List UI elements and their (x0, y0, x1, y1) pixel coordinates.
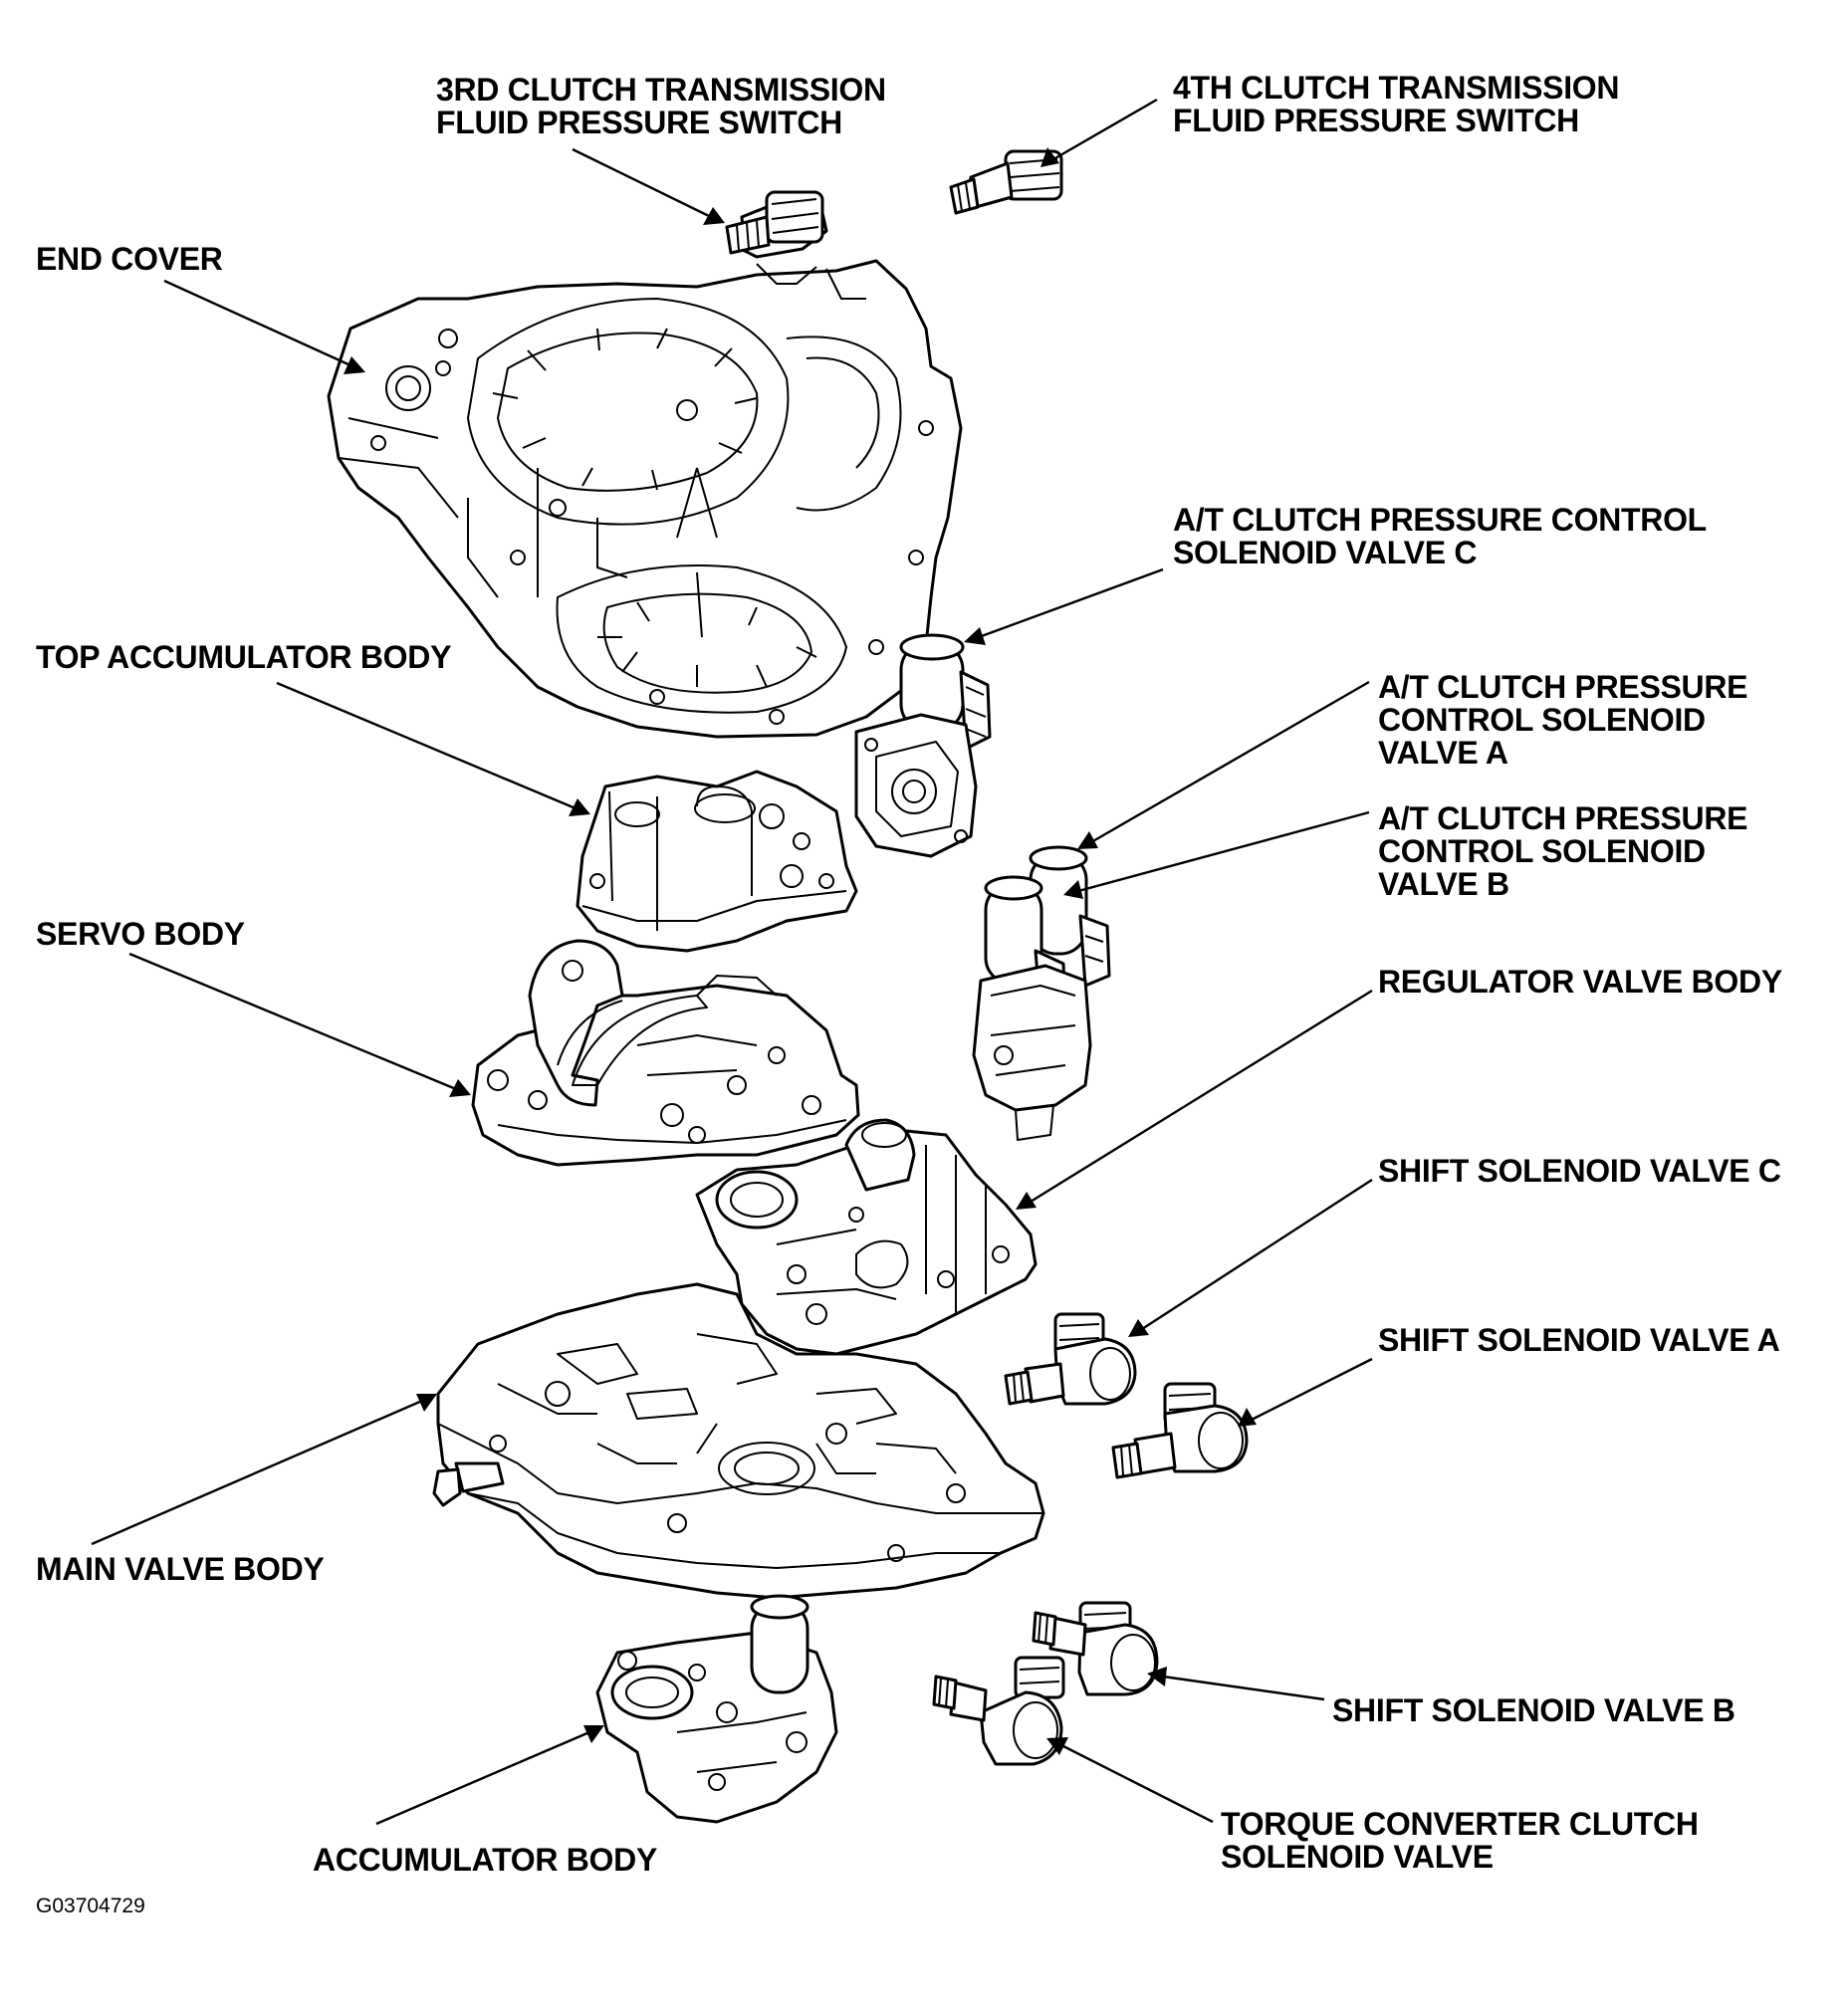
label-fourth-clutch-pressure-switch: 4TH CLUTCH TRANSMISSION FLUID PRESSURE S… (1173, 70, 1620, 138)
label-line: A/T CLUTCH PRESSURE (1378, 800, 1748, 836)
shift-solenoid-c-part (1004, 1312, 1137, 1406)
top-accumulator-body-part (576, 770, 858, 953)
label-line: SHIFT SOLENOID VALVE B (1332, 1692, 1735, 1728)
label-shift-solenoid-c: SHIFT SOLENOID VALVE C (1378, 1155, 1781, 1188)
label-main-valve-body: MAIN VALVE BODY (36, 1551, 325, 1587)
fourth-clutch-pressure-switch-part (949, 149, 1063, 215)
label-line: TOP ACCUMULATOR BODY (36, 639, 452, 675)
label-line: CONTROL SOLENOID (1378, 833, 1706, 869)
label-line: ACCUMULATOR BODY (313, 1842, 657, 1878)
label-line: 4TH CLUTCH TRANSMISSION (1173, 70, 1620, 106)
label-regulator-valve-body: REGULATOR VALVE BODY (1378, 966, 1782, 999)
shift-solenoid-a-part (1111, 1382, 1249, 1479)
servo-body-part (471, 939, 860, 1167)
label-shift-solenoid-b: SHIFT SOLENOID VALVE B (1332, 1694, 1735, 1727)
label-shift-solenoid-a: SHIFT SOLENOID VALVE A (1378, 1324, 1780, 1357)
label-line: SHIFT SOLENOID VALVE C (1378, 1153, 1781, 1189)
label-line: FLUID PRESSURE SWITCH (436, 105, 842, 140)
pressure-control-solenoid-c-part (854, 633, 992, 858)
figure-code: G03704729 (36, 1895, 145, 1917)
label-line: SERVO BODY (36, 916, 245, 952)
label-line: TORQUE CONVERTER CLUTCH (1221, 1806, 1699, 1842)
end-cover-part (327, 259, 963, 739)
label-line: 3RD CLUTCH TRANSMISSION (436, 72, 886, 108)
third-clutch-pressure-switch-part (725, 190, 828, 259)
regulator-valve-body-part (695, 1118, 1038, 1356)
label-third-clutch-pressure-switch: 3RD CLUTCH TRANSMISSION FLUID PRESSURE S… (436, 74, 886, 139)
label-line: REGULATOR VALVE BODY (1378, 964, 1782, 1000)
label-line: MAIN VALVE BODY (36, 1551, 325, 1587)
label-line: SHIFT SOLENOID VALVE A (1378, 1322, 1780, 1358)
label-line: CONTROL SOLENOID (1378, 702, 1706, 738)
label-end-cover: END COVER (36, 243, 223, 276)
leader-lines (91, 98, 1373, 1826)
shift-solenoid-b-part (1032, 1601, 1159, 1696)
torque-converter-solenoid-part (932, 1656, 1065, 1766)
label-line: FLUID PRESSURE SWITCH (1173, 103, 1579, 138)
pressure-control-solenoid-a-b-part (972, 845, 1111, 1141)
label-pressure-control-solenoid-b: A/T CLUTCH PRESSURE CONTROL SOLENOID VAL… (1378, 800, 1748, 902)
label-pressure-control-solenoid-c: A/T CLUTCH PRESSURE CONTROL SOLENOID VAL… (1173, 504, 1707, 569)
accumulator-body-part (595, 1594, 838, 1824)
label-pressure-control-solenoid-a: A/T CLUTCH PRESSURE CONTROL SOLENOID VAL… (1378, 669, 1748, 771)
label-line: END COVER (36, 241, 223, 277)
label-line: SOLENOID VALVE C (1173, 535, 1478, 570)
label-line: SOLENOID VALVE (1221, 1839, 1494, 1875)
label-line: A/T CLUTCH PRESSURE CONTROL (1173, 502, 1707, 538)
label-line: A/T CLUTCH PRESSURE (1378, 669, 1748, 705)
label-torque-converter-solenoid: TORQUE CONVERTER CLUTCH SOLENOID VALVE (1221, 1808, 1699, 1874)
main-valve-body-part (432, 1282, 1045, 1600)
label-line: VALVE A (1378, 735, 1508, 771)
label-servo-body: SERVO BODY (36, 918, 245, 951)
label-line: VALVE B (1378, 866, 1509, 902)
label-accumulator-body: ACCUMULATOR BODY (313, 1844, 657, 1877)
label-top-accumulator-body: TOP ACCUMULATOR BODY (36, 641, 451, 674)
